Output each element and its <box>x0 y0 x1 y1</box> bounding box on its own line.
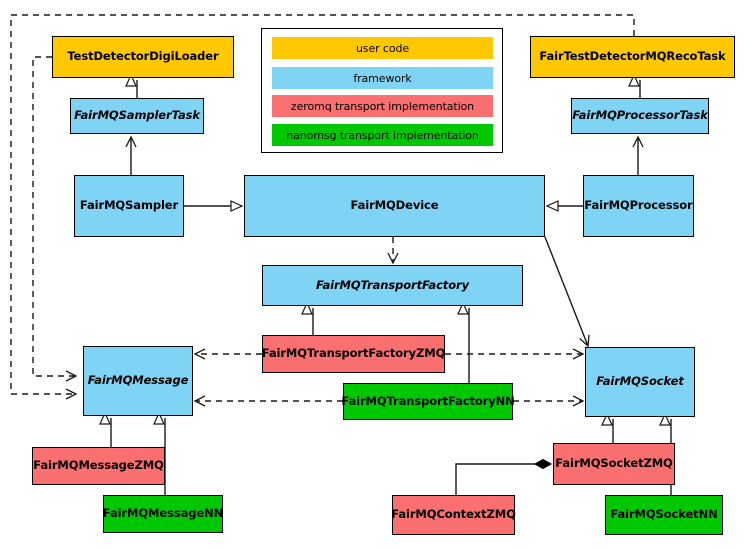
legend-label-zeromq: zeromq transport implementation <box>290 99 475 113</box>
class-node-fairmqmessage[interactable]: FairMQMessage <box>83 346 193 416</box>
class-node-fairmqsampler[interactable]: FairMQSampler <box>74 175 184 237</box>
class-node-label: FairMQMessageNN <box>102 506 224 521</box>
class-node-fairmqmessagezmq[interactable]: FairMQMessageZMQ <box>32 447 165 485</box>
class-node-label: FairMQSocketNN <box>610 507 718 522</box>
class-node-fairmqdevice[interactable]: FairMQDevice <box>244 175 545 237</box>
class-node-fairmqtransportfactory[interactable]: FairMQTransportFactory <box>262 265 523 306</box>
class-node-label: FairTestDetectorMQRecoTask <box>539 49 726 64</box>
class-node-label: FairMQTransportFactoryNN <box>341 393 515 408</box>
class-node-fairmqsocket[interactable]: FairMQSocket <box>585 347 695 417</box>
legend-item-zeromq: zeromq transport implementation <box>272 95 493 117</box>
class-node-label: FairMQProcessor <box>584 198 693 213</box>
class-node-fairmqmessagenn[interactable]: FairMQMessageNN <box>103 495 223 533</box>
class-node-fairmqsamplertask[interactable]: FairMQSamplerTask <box>70 98 204 134</box>
class-node-fairmqprocessortask[interactable]: FairMQProcessorTask <box>571 98 709 134</box>
class-node-fairtestdetectormqrecotask[interactable]: FairTestDetectorMQRecoTask <box>530 36 735 78</box>
class-node-label: FairMQMessageZMQ <box>33 458 164 473</box>
legend: user code framework zeromq transport imp… <box>261 28 503 153</box>
edge-device-to-socket <box>544 236 590 348</box>
class-node-fairmqcontextzmq[interactable]: FairMQContextZMQ <box>391 495 516 535</box>
class-node-label: FairMQContextZMQ <box>391 507 516 522</box>
legend-label-user-code: user code <box>355 41 410 55</box>
class-node-label: FairMQTransportFactoryZMQ <box>261 346 446 361</box>
class-node-label: FairMQSocketZMQ <box>555 456 673 471</box>
class-node-label: FairMQSocket <box>596 374 684 389</box>
class-node-fairmqprocessor[interactable]: FairMQProcessor <box>583 175 694 237</box>
class-node-label: FairMQTransportFactory <box>316 277 469 292</box>
legend-label-framework: framework <box>353 71 412 85</box>
class-node-label: FairMQSampler <box>79 198 179 213</box>
legend-item-nanomsg: nanomsg transport implementation <box>272 124 493 146</box>
class-node-fairmqsocketzmq[interactable]: FairMQSocketZMQ <box>553 443 675 485</box>
class-node-label: FairMQDevice <box>350 198 439 213</box>
class-node-testdetectordigiloader[interactable]: TestDetectorDigiLoader <box>52 36 234 78</box>
legend-item-user-code: user code <box>272 37 493 59</box>
class-node-label: TestDetectorDigiLoader <box>67 49 219 64</box>
edge-contextzmq-to-socketzmq <box>455 464 551 495</box>
class-node-fairmqsocketnn[interactable]: FairMQSocketNN <box>605 495 723 535</box>
class-node-fairmqtransportfactorynn[interactable]: FairMQTransportFactoryNN <box>341 383 515 420</box>
legend-label-nanomsg: nanomsg transport implementation <box>286 128 479 142</box>
class-node-label: FairMQSamplerTask <box>74 108 200 123</box>
class-node-label: FairMQProcessorTask <box>572 108 708 123</box>
class-node-label: FairMQMessage <box>87 373 189 388</box>
legend-item-framework: framework <box>272 67 493 89</box>
class-node-fairmqtransportfactoryzmq[interactable]: FairMQTransportFactoryZMQ <box>262 335 445 373</box>
